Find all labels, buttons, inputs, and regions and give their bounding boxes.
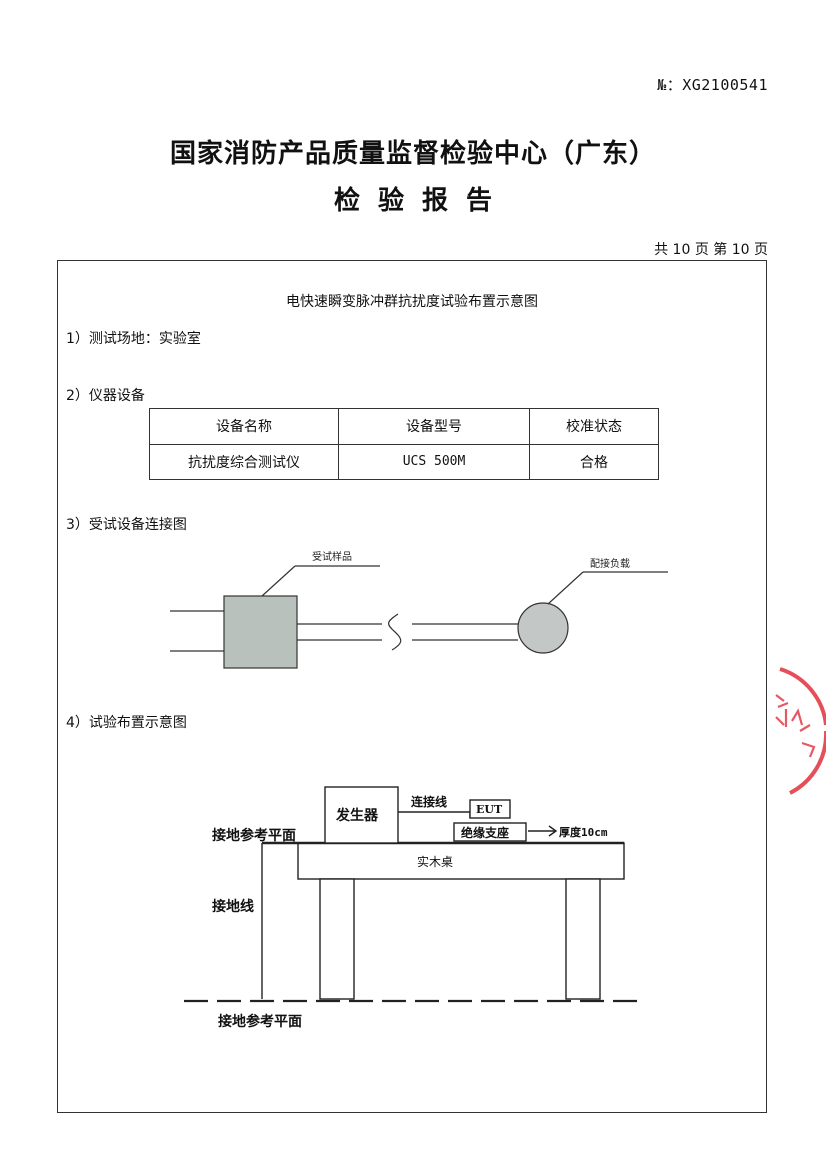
organization-name: 国家消防产品质量监督检验中心（广东）: [169, 139, 656, 169]
table-label: 实木桌: [417, 854, 453, 869]
ground-wire-label: 接地线: [212, 898, 254, 915]
table-cell: UCS 500M: [338, 443, 530, 480]
page-info: 共 10 页 第 10 页: [654, 242, 768, 258]
table-cell: 抗扰度综合测试仪: [149, 443, 339, 480]
equipment-table: 设备名称 设备型号 校准状态 抗扰度综合测试仪 UCS 500M 合格: [149, 408, 659, 480]
figure-title: 电快速瞬变脉冲群抗扰度试验布置示意图: [286, 294, 538, 310]
table-cell: 合格: [529, 443, 659, 480]
load-label: 配接负载: [590, 557, 630, 570]
layout-diagram: [184, 786, 642, 1003]
header-cell: 校准状态: [529, 408, 659, 445]
section-equipment: 2）仪器设备: [66, 388, 145, 404]
leader-line: [547, 571, 584, 605]
insulation-label: 绝缘支座: [461, 825, 509, 840]
section-layout-diagram: 4）试验布置示意图: [66, 715, 187, 731]
table-leg-right: [565, 878, 601, 1000]
ground-plane-bottom-label: 接地参考平面: [218, 1013, 302, 1030]
eut-label: 受试样品: [312, 550, 352, 563]
seal-stamp-icon: [775, 667, 826, 795]
table-leg-left: [319, 878, 355, 1000]
content-frame: [57, 260, 767, 1113]
cable-label: 连接线: [411, 794, 447, 809]
insulation-support: [453, 822, 527, 842]
ground-plane-top-label: 接地参考平面: [212, 827, 296, 844]
connection-cable: [398, 811, 471, 818]
report-number: №：XG2100541: [657, 76, 768, 94]
table-top: [297, 842, 625, 880]
generator-label: 发生器: [335, 807, 379, 824]
generator-box: [324, 786, 399, 844]
leader-line: [261, 565, 296, 597]
eut-box: [223, 595, 298, 669]
eut-label: EUT: [476, 803, 503, 816]
eut-box: [469, 799, 511, 819]
thickness-arrowhead: [548, 825, 558, 837]
document-title: 检验报告: [333, 186, 510, 216]
section-connection-diagram: 3）受试设备连接图: [66, 517, 187, 533]
header-cell: 设备型号: [338, 408, 530, 445]
connection-diagram: [170, 565, 668, 669]
break-symbol: [388, 613, 402, 651]
section-test-site: 1）测试场地：实验室: [66, 331, 201, 347]
thickness-label: 厚度10cm: [559, 825, 608, 839]
load-circle: [517, 602, 569, 654]
table-header-row: 设备名称 设备型号 校准状态: [149, 408, 659, 445]
table-row: 抗扰度综合测试仪 UCS 500M 合格: [149, 443, 659, 480]
